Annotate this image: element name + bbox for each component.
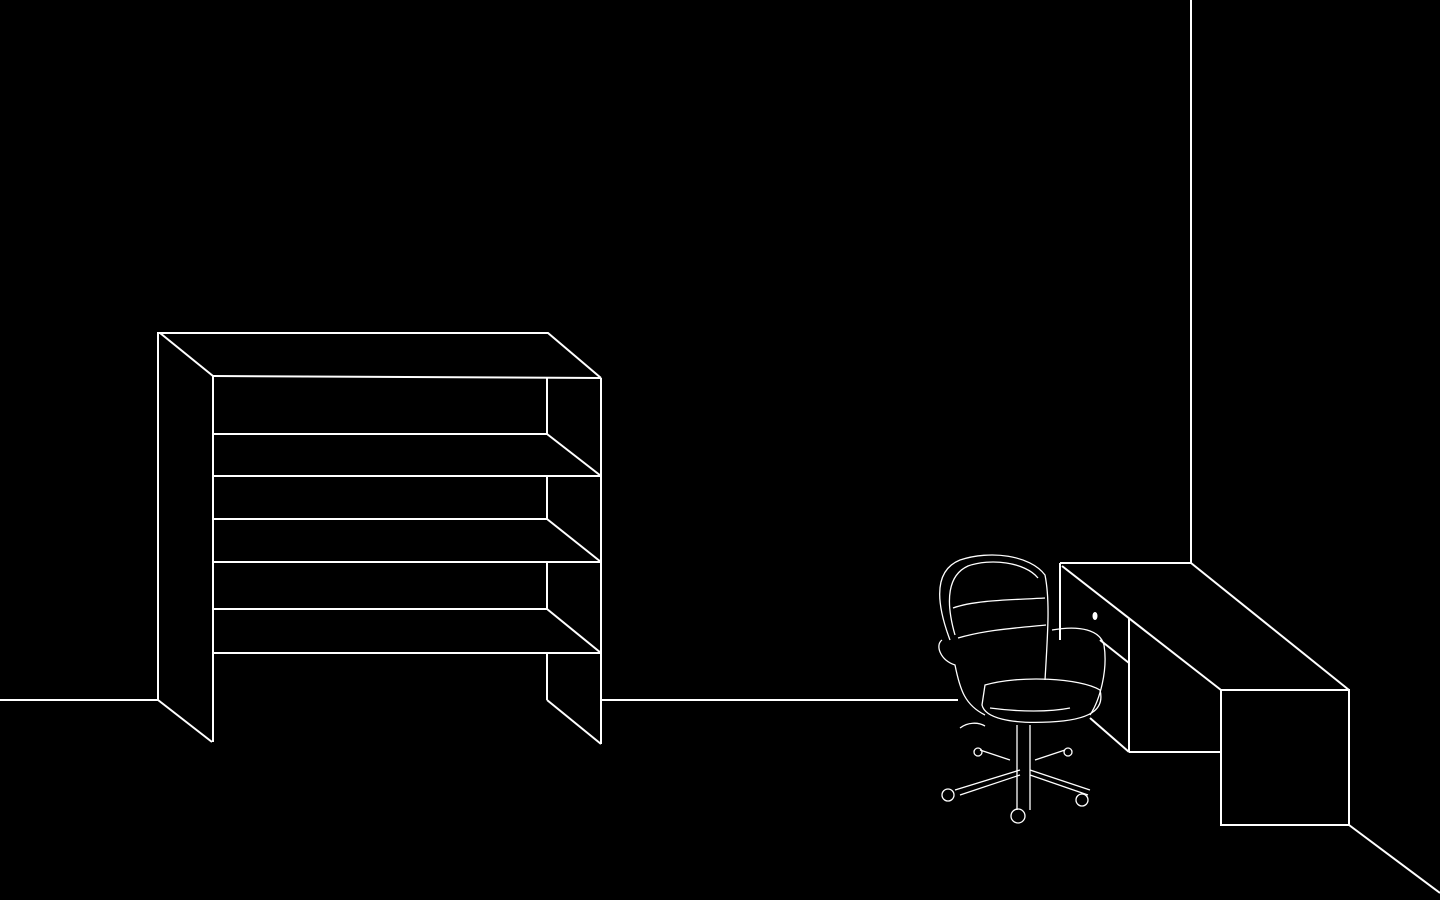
desk[interactable] xyxy=(1059,562,1350,826)
bookshelf[interactable] xyxy=(157,332,602,745)
desk-drawer-knob[interactable] xyxy=(1092,612,1098,620)
floor-corner-line xyxy=(1348,824,1440,894)
office-chair[interactable] xyxy=(938,554,1106,824)
